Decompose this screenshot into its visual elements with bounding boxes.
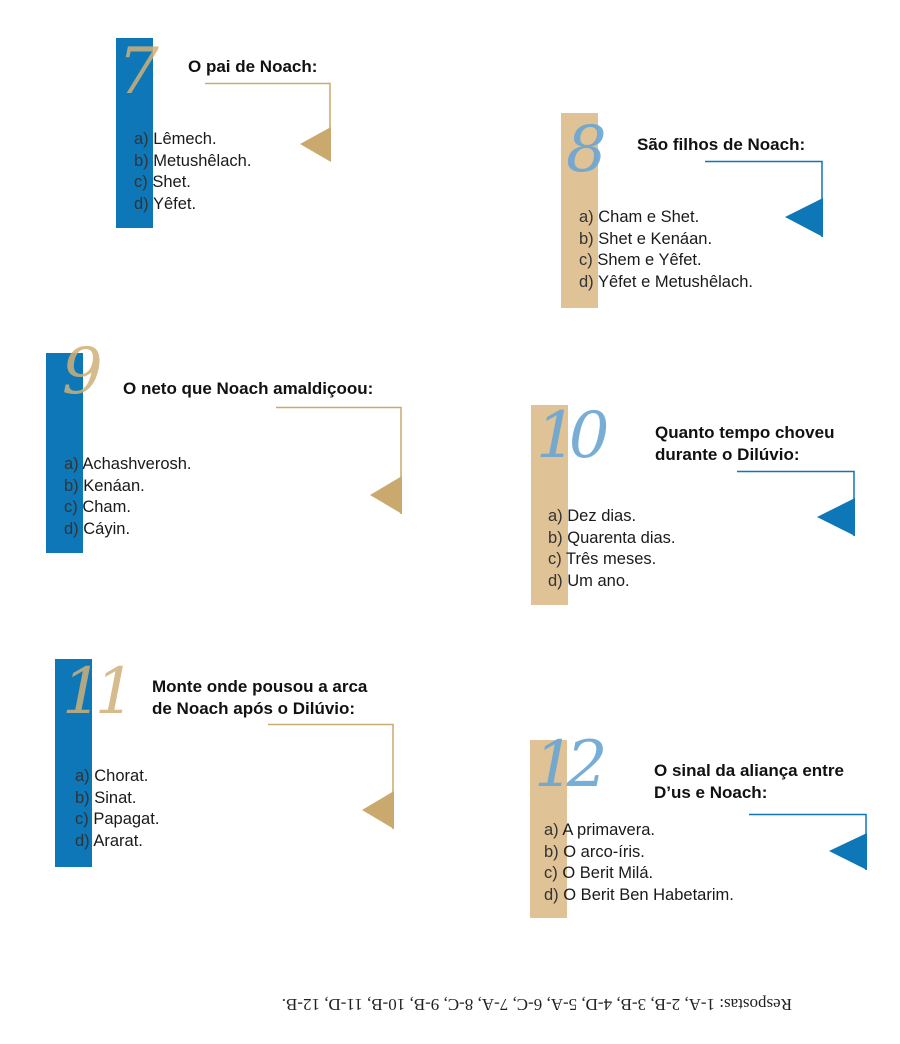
- question-title: O neto que Noach amaldiçoou:: [123, 379, 374, 398]
- question-number: 8: [566, 113, 607, 187]
- blue-pennant-icon: [705, 160, 823, 237]
- question-title: Quanto tempo choveu durante o Dilúvio:: [655, 423, 835, 464]
- option-d[interactable]: d) Yêfet.: [134, 194, 197, 213]
- option-b[interactable]: b) O arco-íris.: [544, 842, 645, 861]
- option-d[interactable]: d) Cáyin.: [64, 519, 131, 538]
- option-a[interactable]: a) Chorat.: [75, 767, 149, 785]
- option-b[interactable]: b) Kenáan.: [64, 476, 145, 495]
- answer-key: Respostas: 1-A, 2-B, 3-B, 4-D, 5-A, 6-C,…: [281, 995, 792, 1014]
- option-c[interactable]: c) Shem e Yêfet.: [579, 251, 702, 269]
- question-number: 12: [534, 728, 607, 802]
- option-a[interactable]: a) Achashverosh.: [64, 455, 192, 473]
- option-c[interactable]: c) Três meses.: [548, 550, 657, 568]
- option-a[interactable]: a) A primavera.: [544, 821, 655, 839]
- blue-pennant-icon: [749, 813, 867, 870]
- gold-pennant-icon: [276, 406, 402, 514]
- options-list: a) Achashverosh. b) Kenáan. c) Cham. d) …: [64, 454, 192, 540]
- tan-side-bar: [530, 740, 567, 918]
- blue-side-bar: [55, 659, 92, 867]
- options-list: a) Lêmech. b) Metushêlach. c) Shet. d) Y…: [134, 129, 251, 215]
- option-c[interactable]: c) Papagat.: [75, 810, 160, 828]
- gold-pennant-icon: [268, 723, 394, 829]
- options-list: a) Dez dias. b) Quarenta dias. c) Três m…: [548, 506, 676, 592]
- option-b[interactable]: b) Metushêlach.: [134, 151, 252, 170]
- question-number: 9: [62, 335, 103, 409]
- question-title: Monte onde pousou a arca de Noach após o…: [152, 677, 368, 718]
- option-b[interactable]: b) Quarenta dias.: [548, 528, 676, 547]
- question-number: 10: [536, 399, 609, 473]
- blue-side-bar: [116, 38, 153, 228]
- question-number: 7: [118, 35, 159, 109]
- tan-side-bar: [561, 113, 598, 308]
- question-title: O sinal da aliança entre D’us e Noach:: [654, 761, 844, 802]
- tan-side-bar: [531, 405, 568, 605]
- option-a[interactable]: a) Lêmech.: [134, 130, 217, 148]
- option-a[interactable]: a) Cham e Shet.: [579, 208, 700, 226]
- blue-side-bar: [46, 353, 83, 553]
- option-d[interactable]: d) Um ano.: [548, 571, 630, 590]
- option-c[interactable]: c) O Berit Milá.: [544, 864, 654, 882]
- option-b[interactable]: b) Sinat.: [75, 788, 137, 807]
- option-a[interactable]: a) Dez dias.: [548, 507, 637, 525]
- question-title: O pai de Noach:: [188, 57, 318, 76]
- option-d[interactable]: d) Ararat.: [75, 831, 143, 850]
- option-d[interactable]: d) Yêfet e Metushêlach.: [579, 272, 753, 291]
- options-list: a) A primavera. b) O arco-íris. c) O Ber…: [544, 820, 734, 906]
- option-d[interactable]: d) O Berit Ben Habetarim.: [544, 885, 734, 904]
- option-c[interactable]: c) Shet.: [134, 173, 191, 191]
- option-c[interactable]: c) Cham.: [64, 498, 131, 516]
- question-title: São filhos de Noach:: [637, 135, 806, 154]
- options-list: a) Chorat. b) Sinat. c) Papagat. d) Arar…: [75, 766, 159, 852]
- blue-pennant-icon: [737, 470, 855, 536]
- option-b[interactable]: b) Shet e Kenáan.: [579, 229, 713, 248]
- gold-pennant-icon: [205, 82, 331, 162]
- options-list: a) Cham e Shet. b) Shet e Kenáan. c) She…: [579, 207, 753, 293]
- question-number: 11: [62, 655, 135, 729]
